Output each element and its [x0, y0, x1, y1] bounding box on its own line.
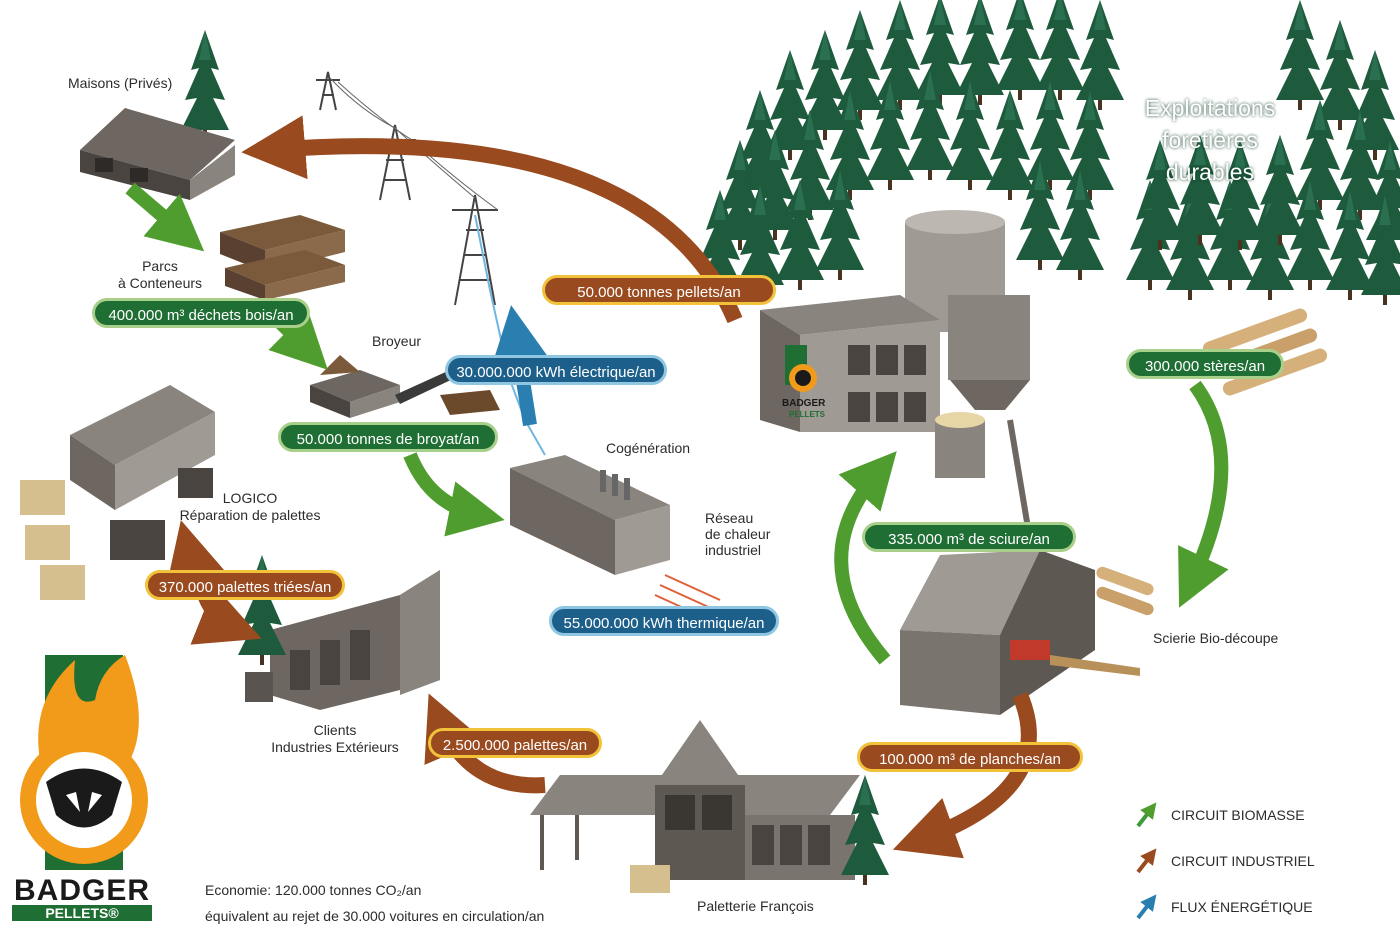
label-reseau-line-1: Réseau — [705, 510, 754, 526]
footer-equivalent: équivalent au rejet de 30.000 voitures e… — [205, 908, 545, 924]
label-clients-line-1: Clients — [313, 722, 357, 738]
legend-energie: FLUX ÉNERGÉTIQUE — [1171, 899, 1313, 915]
label-maisons: Maisons (Privés) — [68, 75, 173, 91]
label-parcs: Parcs à Conteneurs — [100, 258, 220, 292]
label-scierie: Scierie Bio-découpe — [1153, 630, 1279, 646]
label-reseau-line-2: de chaleur — [705, 526, 771, 542]
flow-steres: 300.000 stères/an — [1126, 349, 1284, 379]
label-logico-line-1: LOGICO — [222, 490, 278, 506]
flow-palettes: 2.500.000 palettes/an — [428, 728, 602, 758]
flow-planches: 100.000 m³ de planches/an — [857, 742, 1083, 772]
footer-economie: Economie: 120.000 tonnes CO₂/an — [205, 882, 422, 898]
label-parcs-line-1: Parcs — [142, 258, 178, 274]
paletterie-building — [530, 720, 889, 893]
legend-biomasse: CIRCUIT BIOMASSE — [1171, 807, 1305, 823]
factory-badge-name: BADGER — [782, 398, 826, 409]
flow-dechets: 400.000 m³ déchets bois/an — [92, 298, 310, 328]
legend-arrows — [1136, 802, 1157, 920]
brand-sub: PELLETS® — [12, 905, 152, 921]
label-logico-line-2: Réparation de palettes — [179, 507, 321, 523]
label-paletterie: Paletterie François — [697, 898, 814, 914]
brand-name: BADGER — [13, 874, 150, 907]
brand-logo — [20, 655, 148, 870]
flow-palettes-triees: 370.000 palettes triées/an — [145, 570, 345, 600]
label-clients-line-2: Industries Extérieurs — [271, 739, 399, 755]
flow-broyat: 50.000 tonnes de broyat/an — [278, 422, 498, 452]
logico-building — [20, 385, 215, 600]
label-reseau: Réseau de chaleur industriel — [705, 510, 770, 558]
flow-pellets: 50.000 tonnes pellets/an — [542, 275, 776, 305]
factory-badge-sub: PELLETS — [789, 410, 826, 419]
cogeneration-building — [510, 455, 721, 621]
forest-title: Exploitations foretières durables — [1110, 92, 1310, 188]
clients-building — [238, 555, 440, 710]
label-logico: LOGICO Réparation de palettes — [160, 490, 340, 524]
forest-title-line-3: durables — [1165, 159, 1255, 185]
label-parcs-line-2: à Conteneurs — [117, 275, 203, 291]
scierie-building — [900, 550, 1154, 715]
containers-park — [220, 215, 345, 300]
biomass-arrows — [125, 182, 1229, 665]
maisons-building — [80, 108, 235, 200]
label-broyeur: Broyeur — [372, 333, 422, 349]
label-reseau-line-3: industriel — [705, 542, 762, 558]
label-cogeneration: Cogénération — [606, 440, 691, 456]
forest-title-line-2: foretières — [1162, 127, 1258, 153]
legend-industriel: CIRCUIT INDUSTRIEL — [1171, 853, 1315, 869]
flow-thermique: 55.000.000 kWh thermique/an — [549, 606, 779, 636]
flow-electrique: 30.000.000 kWh électrique/an — [445, 355, 667, 385]
label-clients: Clients Industries Extérieurs — [250, 722, 420, 756]
forest-title-line-1: Exploitations — [1144, 95, 1276, 121]
broyeur-machine — [310, 355, 500, 418]
badger-factory — [760, 210, 1033, 541]
flow-sciure: 335.000 m³ de sciure/an — [862, 522, 1076, 552]
